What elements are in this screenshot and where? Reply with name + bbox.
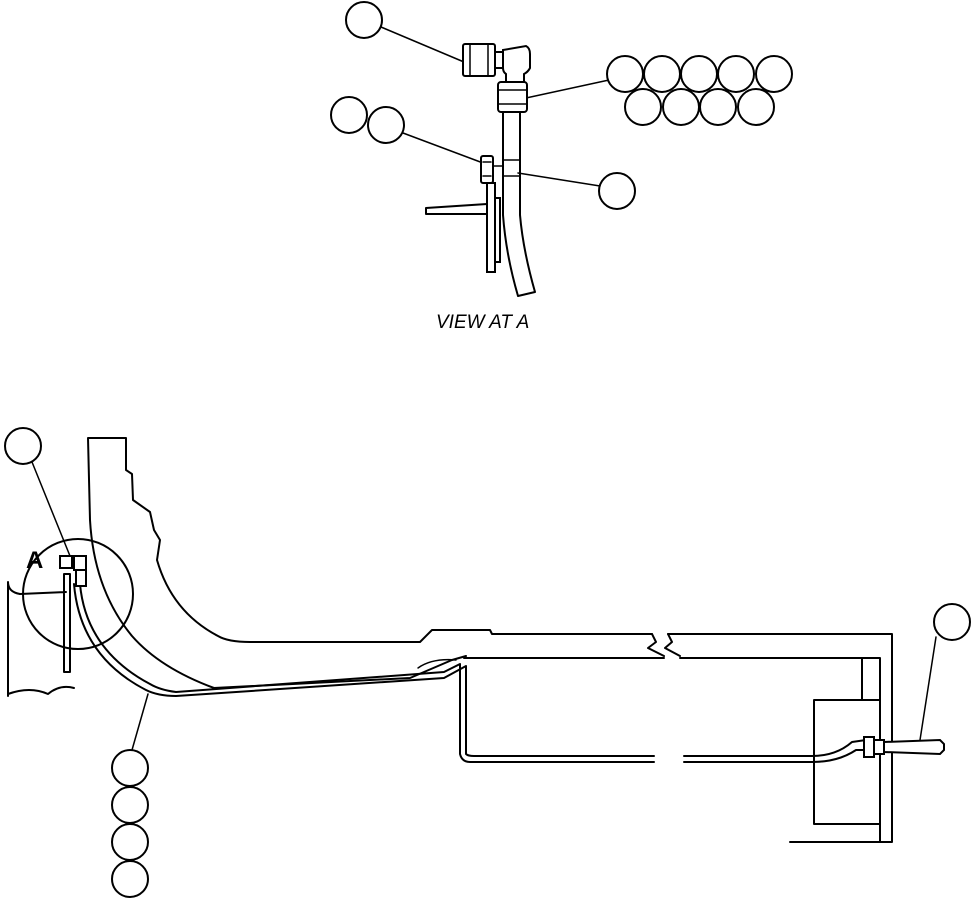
callout-balloon xyxy=(111,860,149,898)
callout-balloon xyxy=(755,55,793,93)
break-mark xyxy=(647,633,665,657)
break-mark xyxy=(664,633,681,657)
leader-line xyxy=(919,636,937,741)
callout-balloon xyxy=(737,88,775,126)
callout-balloon xyxy=(111,823,149,861)
leader-line xyxy=(131,693,149,751)
callout-balloon xyxy=(680,55,718,93)
callout-balloon xyxy=(606,55,644,93)
leader-line xyxy=(525,79,610,99)
main-assembly-view: A xyxy=(4,427,971,898)
leader-line xyxy=(402,132,484,164)
bracket-plate xyxy=(425,203,488,215)
detail-a-fitting xyxy=(59,555,73,569)
connector-stub xyxy=(494,51,504,69)
detail-a-bracket xyxy=(19,573,71,673)
callout-balloon xyxy=(598,172,636,210)
frame-arm xyxy=(87,437,653,689)
control-box xyxy=(813,699,881,825)
end-fitting xyxy=(863,736,875,758)
callout-balloon xyxy=(367,106,405,144)
detail-view-a: VIEW AT A xyxy=(330,1,793,333)
callout-balloon xyxy=(717,55,755,93)
nut-fitting xyxy=(462,43,496,77)
callout-balloon xyxy=(330,96,368,134)
callout-balloon xyxy=(345,1,383,39)
callout-balloon xyxy=(111,749,149,787)
hose xyxy=(502,111,536,297)
leader-line xyxy=(380,26,465,63)
mounting-bracket xyxy=(486,182,496,273)
hose-route xyxy=(73,583,655,763)
left-frame xyxy=(7,581,75,697)
hose-swivel-nut xyxy=(497,81,528,113)
callout-balloon xyxy=(662,88,700,126)
sensor-cable xyxy=(883,738,945,756)
leader-line xyxy=(31,461,71,557)
view-label: VIEW AT A xyxy=(436,312,529,333)
frame-right xyxy=(463,633,893,843)
elbow-fitting xyxy=(502,44,531,85)
callout-balloon xyxy=(4,427,42,465)
callout-balloon xyxy=(933,603,971,641)
hose-clip xyxy=(480,155,494,184)
callout-balloon xyxy=(624,88,662,126)
callout-balloon xyxy=(111,786,149,824)
hose-route-right xyxy=(683,739,867,763)
callout-balloon xyxy=(643,55,681,93)
leader-line xyxy=(517,172,601,187)
callout-balloon xyxy=(699,88,737,126)
detail-marker: A xyxy=(26,547,43,574)
